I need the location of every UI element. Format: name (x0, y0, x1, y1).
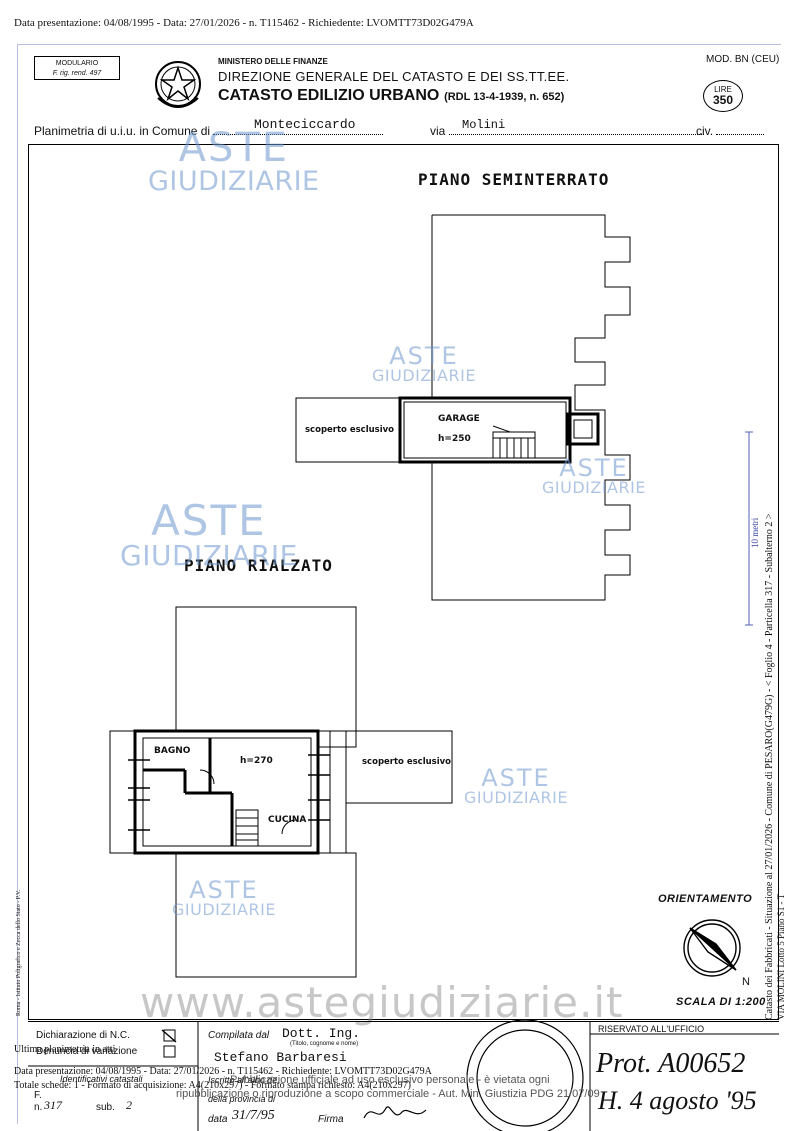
nome-value: Stefano Barbaresi (214, 1050, 347, 1065)
scala-label: SCALA DI 1:200 (676, 996, 766, 1008)
lire-label: LIRE (714, 85, 732, 94)
ministero-label: MINISTERO DELLE FINANZE (218, 57, 328, 66)
side-catasto-text: Catasto dei Fabbricati - Situazione al 2… (764, 513, 775, 1020)
presentation-header: Data presentazione: 04/08/1995 - Data: 2… (14, 17, 474, 29)
north-label: N (742, 976, 750, 988)
watermark-aste-line2: GIUDIZIARIE (148, 166, 320, 197)
printer-credit: Roma - Istituto Poligrafico e Zecca dell… (16, 889, 22, 1016)
via-label-text: via (430, 124, 446, 138)
watermark-aste-line1: ASTE (189, 876, 259, 904)
watermark-aste-line1: ASTE (151, 496, 267, 545)
side-catasto-text2: VIA MOLINI Lotto 5 Piano S1 - T (776, 893, 786, 1020)
direzione-label: DIREZIONE GENERALE DEL CATASTO E DEI SS.… (218, 69, 570, 84)
data-value: 31/7/95 (232, 1108, 275, 1123)
pubblicazione-line2: ripubblicazione o riproduzione a scopo c… (176, 1088, 600, 1100)
bottom-table (28, 1021, 779, 1131)
lire-value: 350 (712, 93, 734, 107)
room-scoperto-esclusivo-garage: scoperto esclusivo (305, 425, 395, 435)
page-frame (17, 44, 781, 1124)
watermark-aste: ASTE GIUDIZIARIE (464, 766, 568, 806)
room-cucina: CUCINA (268, 815, 307, 825)
side-scale-label: 10 metri (750, 517, 760, 548)
iscritto-label: Iscritto all'albo de (208, 1075, 278, 1085)
room-bagno: BAGNO (154, 746, 191, 756)
watermark-aste: ASTE GIUDIZIARIE (542, 456, 646, 496)
catasto-title: CATASTO EDILIZIO URBANO (RDL 13-4-1939, … (218, 87, 564, 105)
watermark-aste-line1: ASTE (481, 764, 551, 792)
orientamento-label: ORIENTAMENTO (658, 893, 753, 905)
room-garage-height: h=250 (438, 434, 471, 444)
signature-scribble (363, 1106, 427, 1119)
pubblicazione-line1: Pubblicazione ufficiale ad uso esclusivo… (230, 1074, 550, 1086)
watermark-aste-line1: ASTE (389, 342, 459, 370)
watermark-aste-line2: GIUDIZIARIE (372, 366, 476, 385)
via-label: via (430, 124, 704, 138)
dichiarazione-label: Dichiarazione di N.C. (36, 1030, 130, 1041)
catasto-name: CATASTO EDILIZIO URBANO (218, 87, 440, 104)
lire-stamp: LIRE 350 (703, 80, 743, 112)
sub-value: 2 (126, 1098, 132, 1112)
rdl-reference: (RDL 13-4-1939, n. 652) (444, 91, 565, 103)
floor-title-seminterrato: PIANO SEMINTERRATO (418, 170, 610, 189)
watermark-aste-line2: GIUDIZIARIE (120, 539, 298, 572)
sub-label: sub. (96, 1102, 115, 1113)
overlay-presentation-line: Data presentazione: 04/08/1995 - Data: 2… (14, 1066, 432, 1077)
modulario-ref: F. rig. rend. 497 (52, 70, 102, 77)
firma-label: Firma (318, 1114, 344, 1125)
watermark-aste-line1: ASTE (178, 125, 290, 171)
comune-value: Monteciccardo (254, 117, 356, 132)
civ-label-text: civ. (696, 124, 714, 138)
planimetria-label: Planimetria di u.i.u. in Comune di (34, 124, 384, 138)
foglio-value: 317 (44, 1098, 62, 1112)
room-height-270: h=270 (240, 756, 273, 766)
planimetria-prefix: Planimetria di u.i.u. in Comune di (34, 124, 211, 138)
watermark-aste: ASTE GIUDIZIARIE (372, 344, 476, 384)
protocollo-handwritten: Prot. A00652 (596, 1048, 746, 1079)
watermark-aste-line2: GIUDIZIARIE (464, 788, 568, 807)
date-handwritten: H. 4 agosto '95 (598, 1086, 757, 1115)
foglio-label: F. (34, 1090, 42, 1101)
titolo-label: (Titolo, cognome e nome) (290, 1041, 359, 1047)
data-label: data (208, 1114, 228, 1125)
via-value: Molini (462, 118, 506, 132)
denuncia-label: Denuncia di variazione (36, 1046, 138, 1057)
overlay-schede-line: Totale schede: 1 - Formato di acquisizio… (14, 1080, 411, 1091)
n-label: n. (34, 1102, 43, 1113)
ultima-planimetria-label: Ultima planimetria in atti (14, 1044, 116, 1055)
watermark-site: www.astegiudiziarie.it (140, 978, 624, 1027)
compilata-label: Compilata dal (208, 1030, 270, 1041)
drawing-sheet (28, 144, 779, 1020)
room-garage: GARAGE (438, 414, 480, 424)
mod-bn-label: MOD. BN (CEU) (706, 54, 780, 65)
floor-title-rialzato: PIANO RIALZATO (184, 556, 333, 575)
watermark-aste-line2: GIUDIZIARIE (172, 900, 276, 919)
room-scoperto-esclusivo: scoperto esclusivo (362, 757, 452, 767)
republic-emblem-icon (155, 61, 201, 108)
modulario-box: MODULARIO F. rig. rend. 497 (34, 56, 120, 80)
identificativi-label: Identificativi catastali (60, 1074, 143, 1084)
provincia-label: della provincia di (208, 1094, 276, 1104)
watermark-aste-line2: GIUDIZIARIE (542, 478, 646, 497)
compilata-value: Dott. Ing. (282, 1026, 361, 1041)
modulario-label: MODULARIO (55, 60, 99, 67)
watermark-aste-line1: ASTE (559, 454, 629, 482)
watermark-aste: ASTE GIUDIZIARIE (120, 500, 298, 570)
civ-label: civ. (696, 124, 765, 138)
watermark-aste: ASTE GIUDIZIARIE (172, 878, 276, 918)
riservato-label: RISERVATO ALL'UFFICIO (598, 1024, 705, 1034)
watermark-aste: ASTE GIUDIZIARIE (148, 128, 320, 195)
